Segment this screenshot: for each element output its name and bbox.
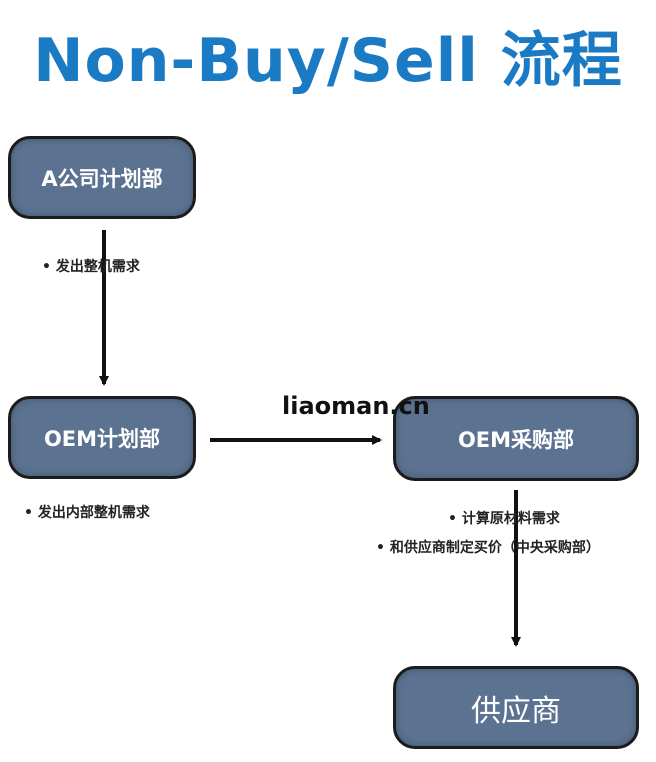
note-a-to-oem: 发出整机需求 — [42, 256, 140, 276]
node-supplier: 供应商 — [393, 666, 639, 749]
node-oem-planning: OEM计划部 — [8, 396, 196, 479]
node-a-planning: A公司计划部 — [8, 136, 196, 219]
note-pricing: 和供应商制定买价（中央采购部） — [376, 537, 600, 557]
note-oem-internal: 发出内部整机需求 — [24, 502, 150, 522]
diagram-title: Non-Buy/Sell 流程 — [33, 26, 623, 96]
note-calc-materials: 计算原材料需求 — [448, 508, 560, 528]
watermark: liaoman.cn — [282, 392, 430, 420]
node-oem-purchasing: OEM采购部 — [393, 396, 639, 481]
